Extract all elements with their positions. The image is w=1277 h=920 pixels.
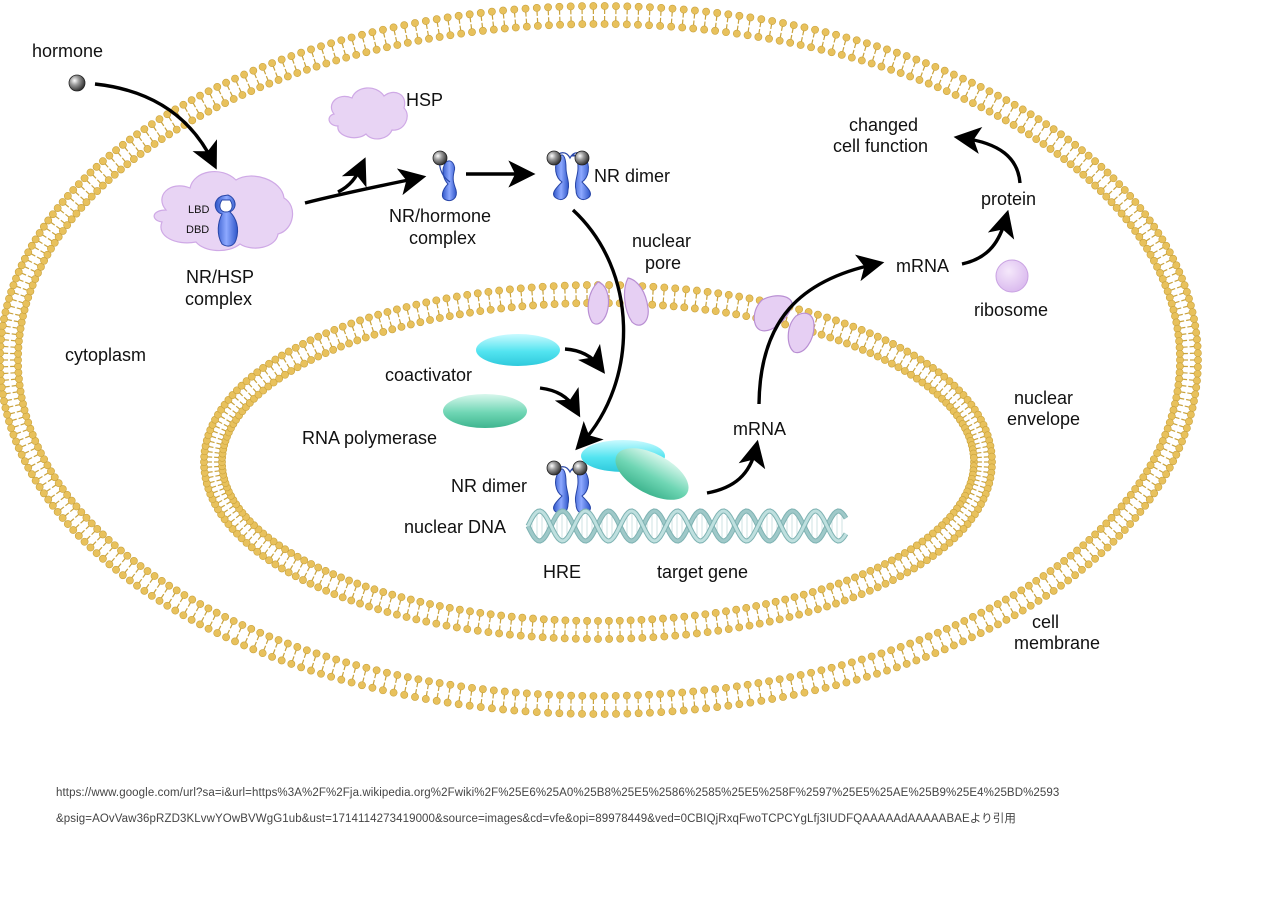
label-changed-1: changed (849, 115, 918, 135)
label-nr-hormone-1: NR/hormone (389, 206, 491, 226)
label-nr-dimer-bottom: NR dimer (451, 476, 527, 496)
label-dbd: DBD (186, 224, 209, 236)
nr-hsp-complex (153, 171, 294, 252)
nr-dimer-top (546, 150, 591, 201)
arrow-translation (961, 209, 1015, 266)
label-protein: protein (981, 189, 1036, 209)
arrow-mrna-export (757, 254, 885, 405)
nuclear-envelope (200, 281, 996, 643)
label-nr-hsp-1: NR/HSP (186, 267, 254, 287)
label-hsp: HSP (406, 90, 443, 110)
source-line-1: https://www.google.com/url?sa=i&url=http… (56, 787, 1060, 799)
label-changed-2: cell function (833, 136, 928, 156)
arrow-hsp-release (337, 157, 367, 194)
rna-polymerase-shape (443, 394, 527, 428)
label-rna-polymerase: RNA polymerase (302, 428, 437, 448)
label-hormone: hormone (32, 41, 103, 61)
label-target-gene: target gene (657, 562, 748, 582)
label-nuclear-pore-2: pore (645, 253, 681, 273)
label-nuclear-envelope-2: envelope (1007, 409, 1080, 429)
label-cell-membrane-2: membrane (1014, 633, 1100, 653)
label-hre: HRE (543, 562, 581, 582)
label-nr-hsp-2: complex (185, 289, 252, 309)
ribosome-shape (995, 259, 1029, 293)
label-cell-membrane-1: cell (1032, 612, 1059, 632)
label-lbd: LBD (188, 204, 209, 216)
coactivator-shape (476, 334, 560, 366)
nr-dimer-bottom (546, 460, 591, 515)
label-nuclear-dna: nuclear DNA (404, 517, 506, 537)
nuclear-pore-right (753, 295, 815, 354)
label-nr-hormone-2: complex (409, 228, 476, 248)
arrows (94, 82, 1022, 495)
hsp-cloud (328, 87, 408, 140)
arrow-coactivator (564, 343, 606, 374)
arrow-to-nr-hormone (304, 168, 427, 205)
dna-helix (525, 508, 849, 544)
source-line-2: &psig=AOvVaw36pRZD3KLvwYOwBVWgG1ub&ust=1… (56, 813, 1016, 825)
arrow-hormone-entry (94, 82, 217, 170)
label-mrna-nucleus: mRNA (733, 419, 786, 439)
labels: hormone HSP LBD DBD NR/HSP complex NR/ho… (32, 41, 1100, 653)
arrow-cell-function (953, 126, 1022, 184)
source-citation: https://www.google.com/url?sa=i&url=http… (56, 780, 1059, 832)
rna-polymerase-bound (615, 448, 689, 500)
cell-membrane (0, 2, 1202, 718)
arrow-transcription (706, 439, 766, 495)
arrow-rna-polymerase (539, 386, 581, 418)
label-cytoplasm: cytoplasm (65, 345, 146, 365)
nuclear-pore-left (587, 277, 649, 326)
label-mrna-cytoplasm: mRNA (896, 256, 949, 276)
label-ribosome: ribosome (974, 300, 1048, 320)
arrow-into-nucleus (571, 208, 626, 451)
label-nuclear-envelope-1: nuclear (1014, 388, 1073, 408)
label-coactivator: coactivator (385, 365, 472, 385)
label-nuclear-pore-1: nuclear (632, 231, 691, 251)
hormone-molecule (68, 74, 86, 92)
label-nr-dimer-top: NR dimer (594, 166, 670, 186)
nr-hormone-receptor (432, 150, 457, 201)
